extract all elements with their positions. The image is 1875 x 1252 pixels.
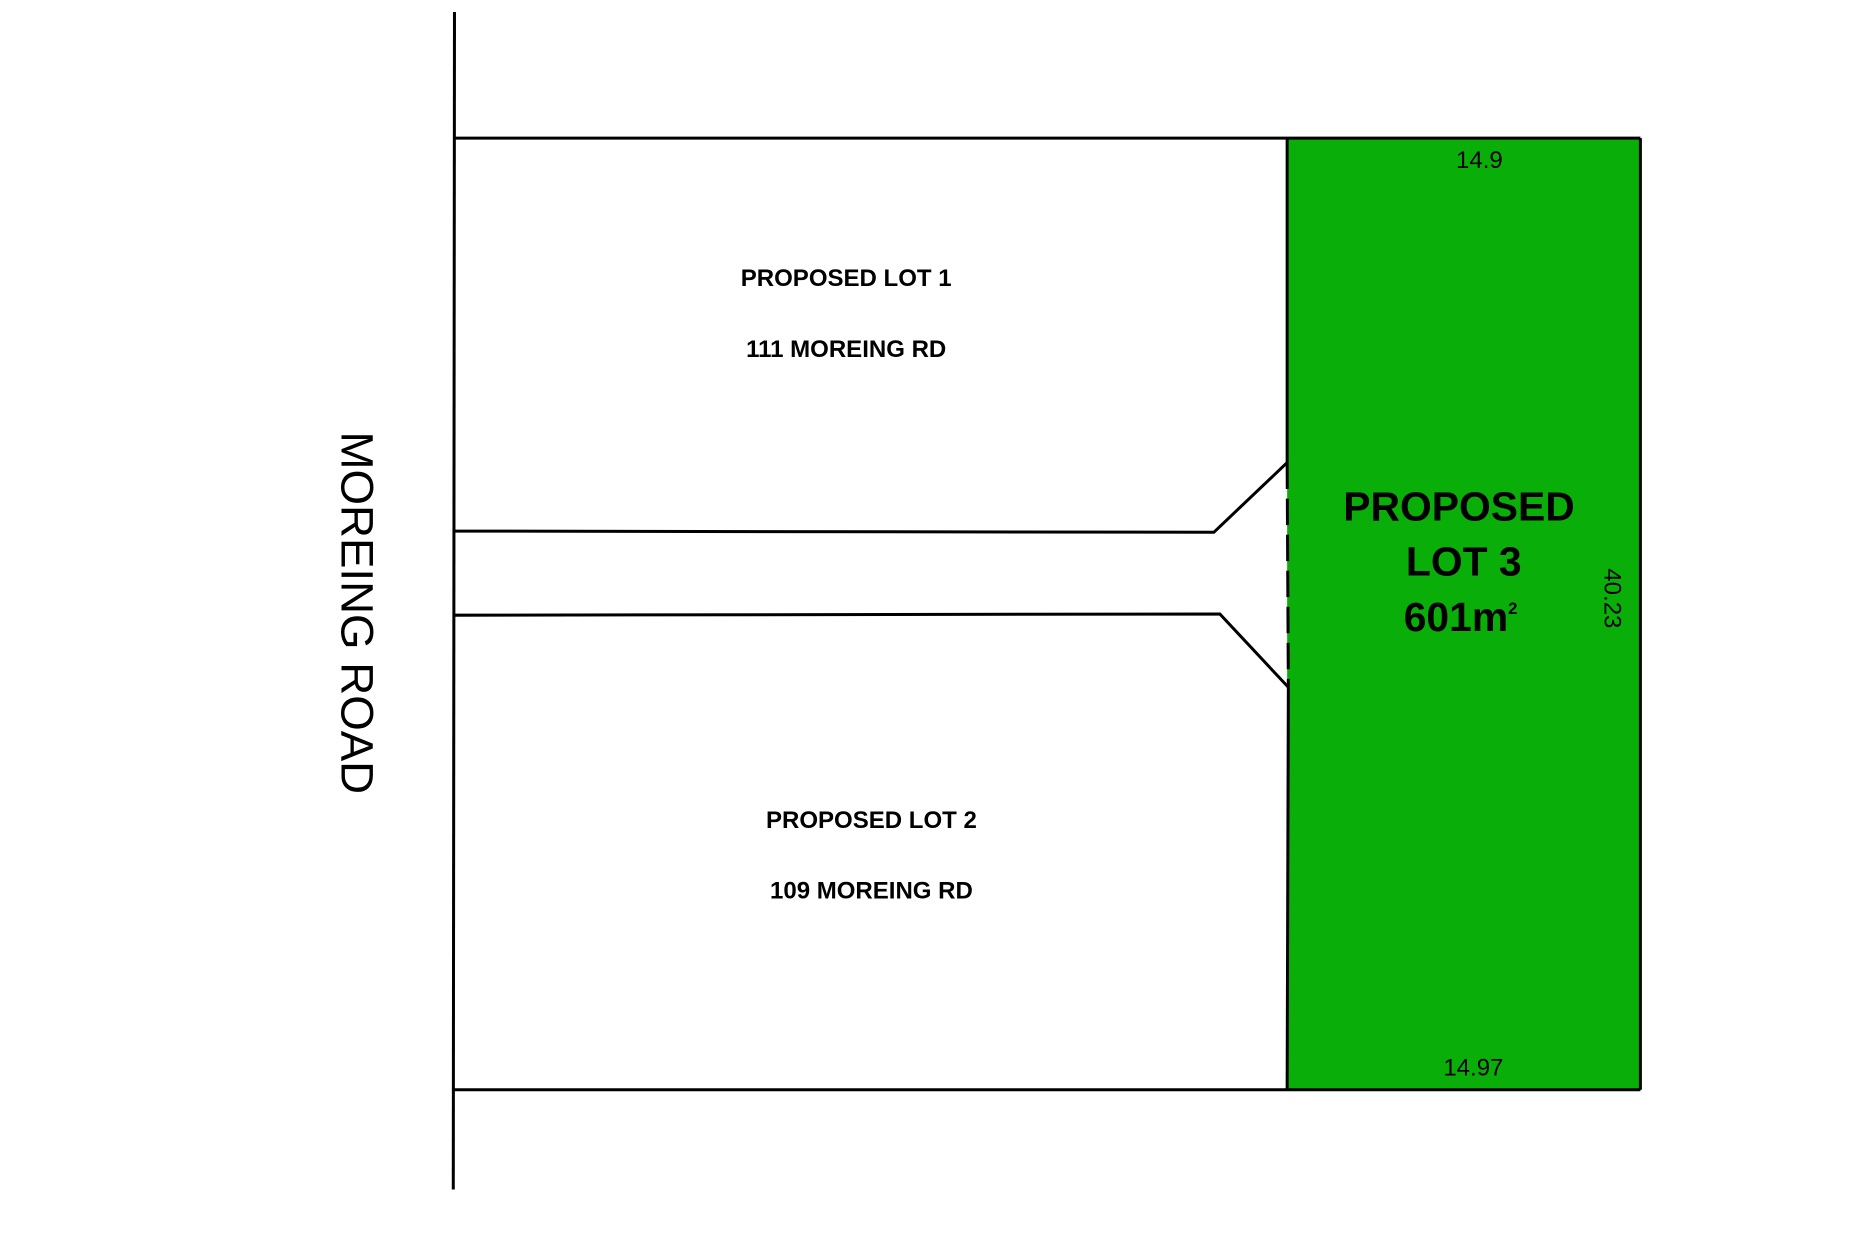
lot-1-title: PROPOSED LOT 1 [741, 265, 952, 292]
driveway-lower-edge [453, 612, 1290, 689]
lot-3-bottom-dimension: 14.97 [1443, 1054, 1503, 1081]
lot-2-address: 109 MOREING RD [770, 878, 973, 905]
lot-3-title-line2: LOT 3 [1406, 539, 1522, 585]
lot-3-area [1287, 138, 1641, 1090]
road-boundary-line [451, 12, 456, 1190]
lot-3-side-dimension: 40.23 [1598, 568, 1625, 628]
road-name: MOREING ROAD [332, 431, 383, 794]
lot-2-title: PROPOSED LOT 2 [766, 807, 977, 834]
lot-3-title-line1: PROPOSED [1343, 483, 1575, 529]
driveway-upper-edge [453, 461, 1289, 534]
lot-3-left-boundary-bottom [1285, 687, 1290, 1090]
lot-3-left-boundary-dashed [1285, 462, 1290, 688]
lot-3-area: 601m2 [1404, 594, 1518, 640]
lot-3-top-dimension: 14.9 [1456, 147, 1503, 174]
lot-1-address: 111 MOREING RD [746, 336, 946, 363]
